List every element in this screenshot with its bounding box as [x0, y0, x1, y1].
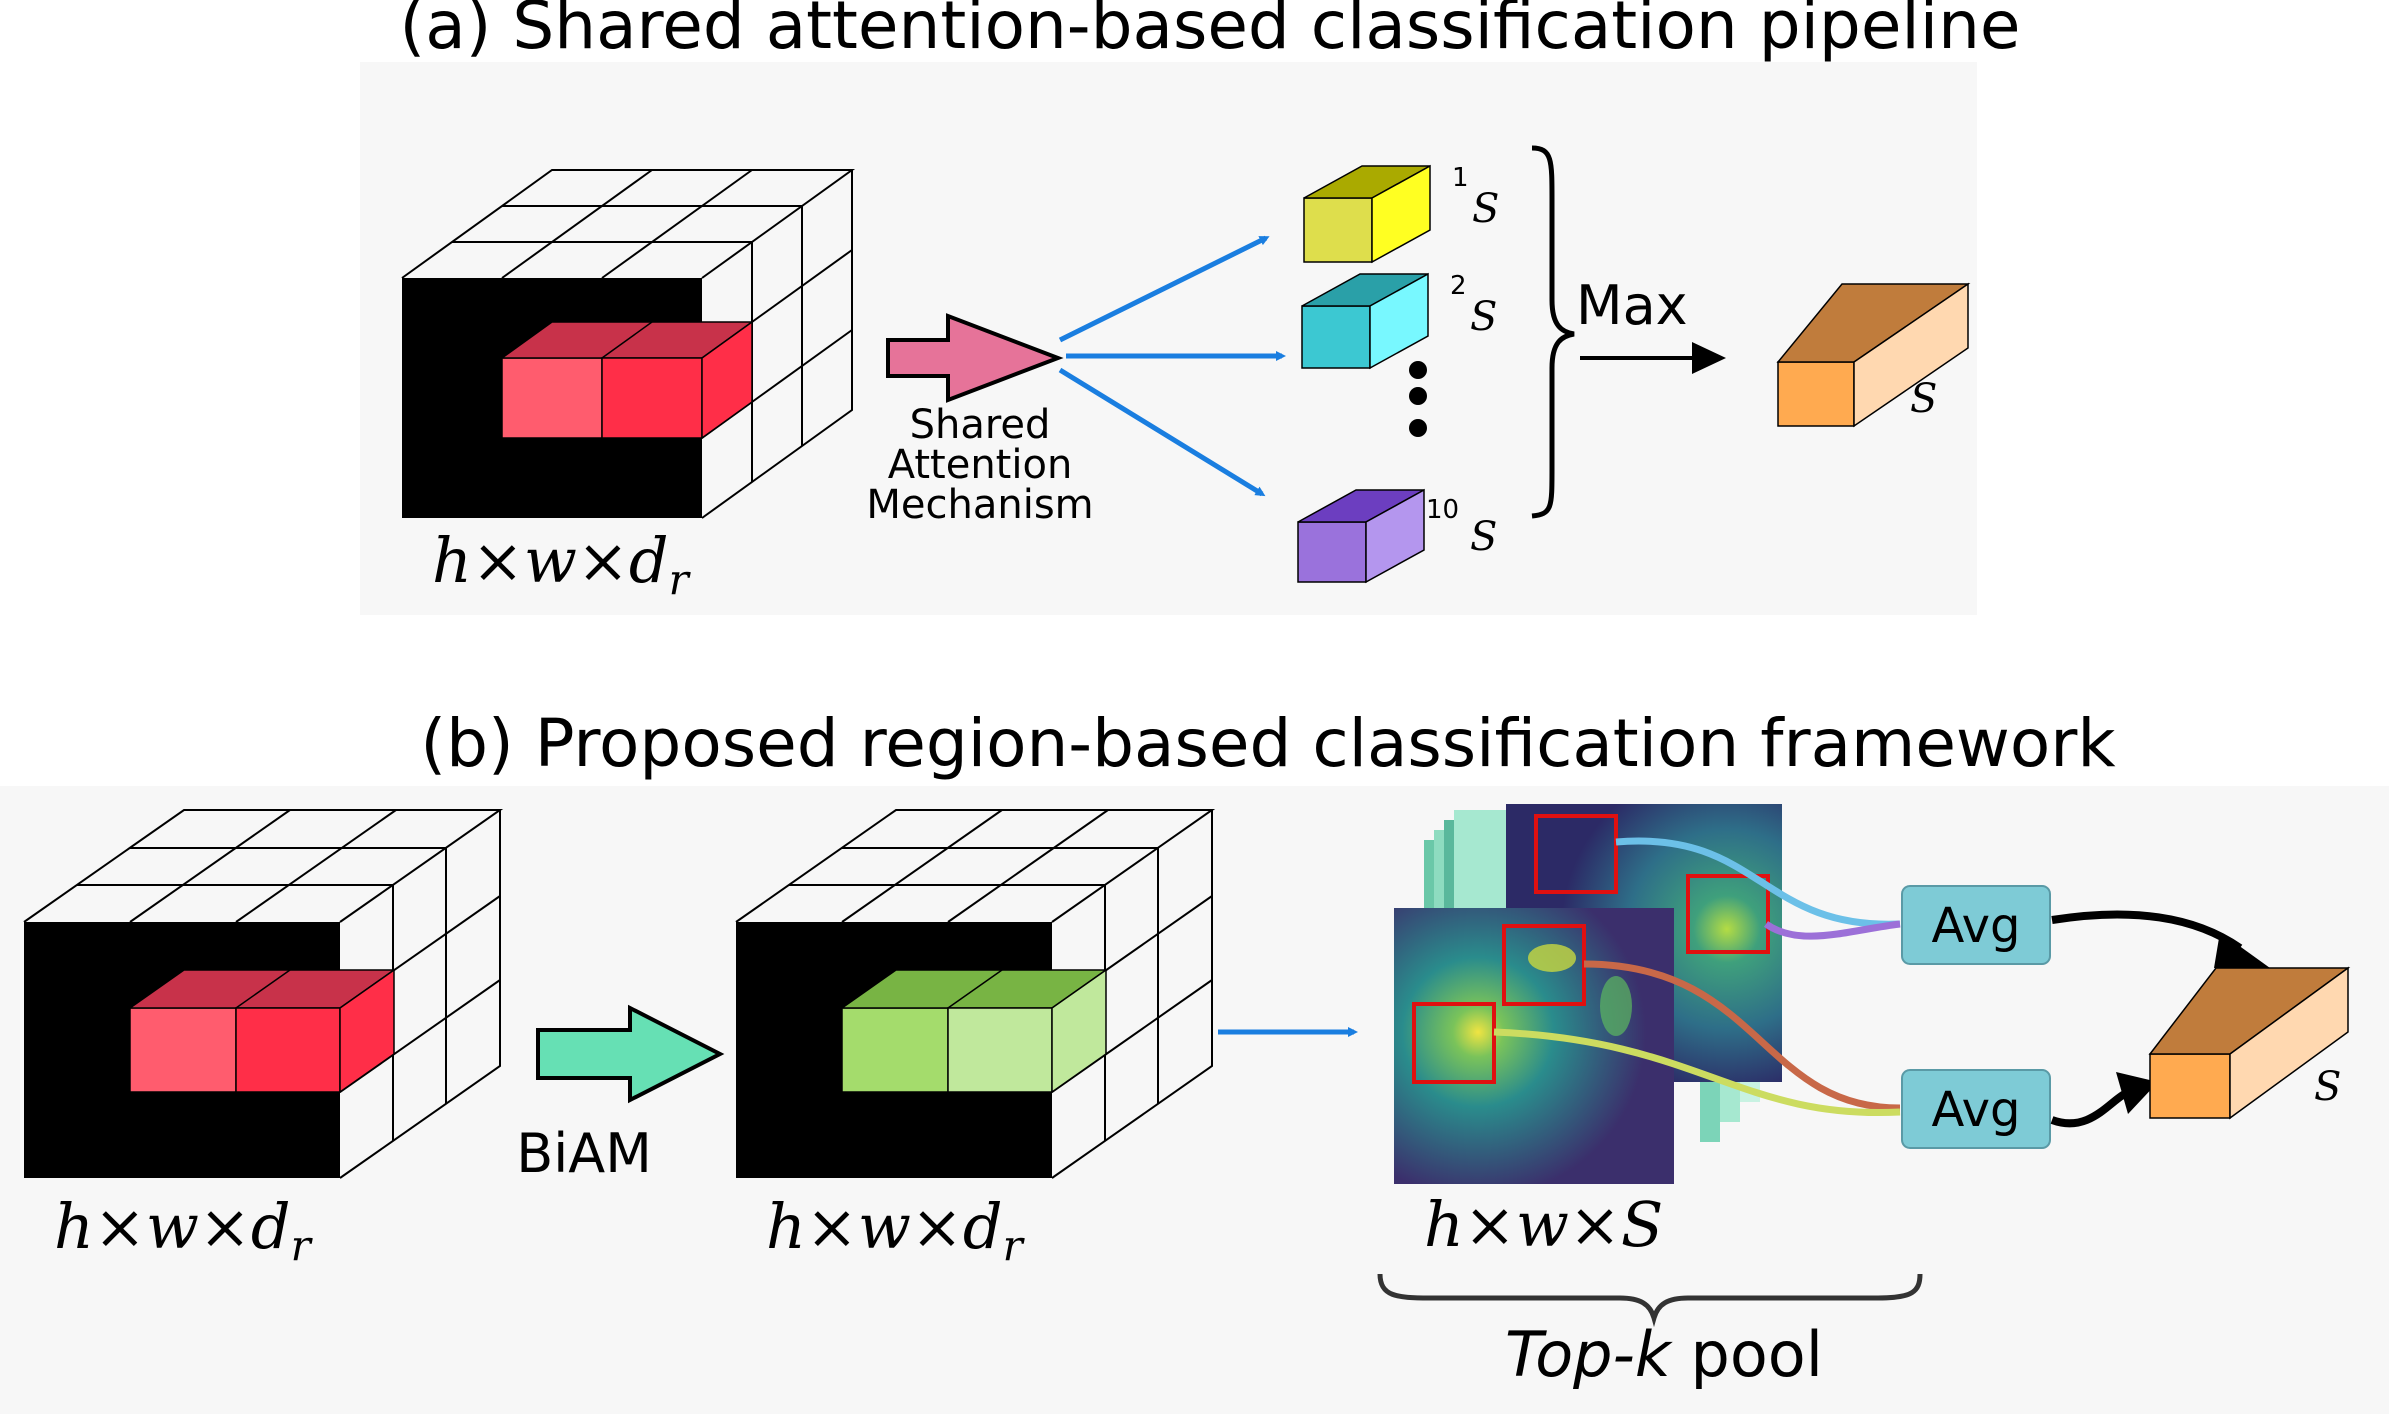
- output-vector-b: S: [2148, 966, 2351, 1120]
- biam-label: BiAM: [516, 1122, 652, 1185]
- vertical-ellipsis-icon: [1409, 361, 1427, 437]
- class-vector-10: 10 S: [1297, 488, 1497, 584]
- output-vector-a: S: [1776, 282, 1971, 428]
- attention-label-line2: Attention: [888, 442, 1073, 488]
- vector-size-2: S: [1470, 294, 1497, 340]
- max-arrow: [1580, 342, 1726, 374]
- max-label: Max: [1576, 274, 1688, 337]
- highlighted-region-block-b1: [127, 968, 397, 1094]
- biam-arrow: [536, 1004, 725, 1104]
- highlighted-region-block-a: [499, 320, 755, 440]
- pooling-curves: [1493, 837, 1901, 1117]
- input-dim-label-a: h×w×dr: [432, 524, 692, 604]
- output-size-b: S: [2314, 1064, 2341, 1110]
- avg-box-1: Avg: [1901, 885, 2051, 965]
- vector-index-1: 1: [1452, 163, 1469, 193]
- attention-map-stack: [1394, 804, 1782, 1184]
- class-vector-1: 1 S: [1303, 163, 1499, 264]
- panel-a-title: (a) Shared attention-based classificatio…: [399, 0, 2020, 64]
- region-box-back-2: [1686, 874, 1770, 954]
- fan-out-arrows: [1058, 235, 1286, 497]
- curly-brace: [1531, 145, 1575, 519]
- vector-size-1: S: [1472, 186, 1499, 232]
- avg-label-1: Avg: [1932, 898, 2021, 954]
- vector-index-2: 2: [1450, 271, 1467, 301]
- avg-label-2: Avg: [1932, 1082, 2021, 1138]
- refined-dim-label: h×w×dr: [766, 1190, 1026, 1270]
- attention-label-line1: Shared: [910, 402, 1051, 448]
- class-vector-2: 2 S: [1301, 271, 1497, 370]
- shared-attention-arrow: [886, 313, 1064, 403]
- output-size-a: S: [1910, 376, 1937, 422]
- vector-index-10: 10: [1426, 495, 1459, 525]
- attention-label-line3: Mechanism: [866, 482, 1093, 528]
- region-box-back-1: [1534, 814, 1618, 894]
- region-box-front-2: [1412, 1002, 1496, 1084]
- maps-dim-label: h×w×S: [1424, 1188, 1663, 1261]
- input-dim-label-b: h×w×dr: [54, 1190, 314, 1270]
- avg-box-2: Avg: [1901, 1069, 2051, 1149]
- top-k-pool-brace: [1377, 1273, 1923, 1328]
- top-k-pool-label: Top-k pool: [1505, 1318, 1823, 1391]
- panel-b-title: (b) Proposed region-based classification…: [420, 705, 2116, 782]
- vector-size-10: S: [1470, 514, 1497, 560]
- refined-region-block-b2: [839, 968, 1109, 1094]
